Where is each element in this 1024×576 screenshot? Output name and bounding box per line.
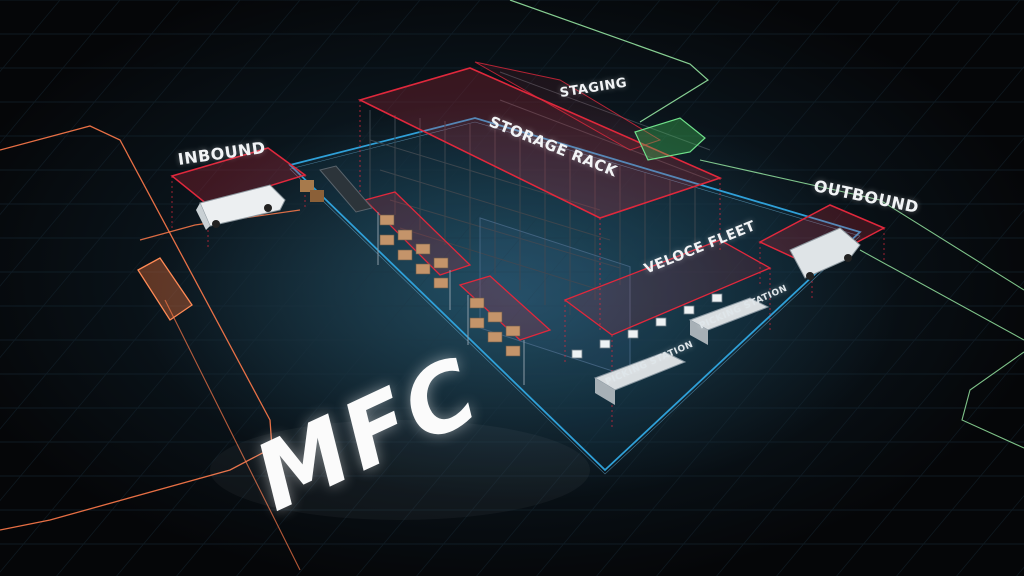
- conveyor: [319, 165, 373, 213]
- shelving-zone-1: [363, 191, 472, 276]
- outbound-route-right: [859, 249, 1024, 449]
- van-icon: [196, 184, 286, 230]
- inbound-route-outer: [0, 125, 273, 531]
- outbound-route-mid: [699, 159, 1024, 291]
- inbound-boxes: [300, 180, 314, 192]
- van-icon: [789, 227, 861, 280]
- outbound-route-top: [509, 0, 710, 123]
- staging-zone: [474, 61, 662, 151]
- robot-icon: [571, 293, 723, 359]
- mfc-floor-outline-inner: [289, 121, 861, 475]
- van-icon: [634, 117, 706, 161]
- picking-station-2: [688, 297, 770, 331]
- inbound-route-inner: [139, 209, 301, 241]
- inbound-route-lower: [164, 299, 301, 571]
- mfc-floor-outline: [288, 117, 862, 472]
- mfc-reflection: [210, 420, 590, 520]
- floor-glow: [140, 100, 900, 500]
- shelving-racks: [377, 212, 525, 385]
- storage-rack-zone-posts: [359, 100, 721, 330]
- car-icon: [137, 257, 193, 321]
